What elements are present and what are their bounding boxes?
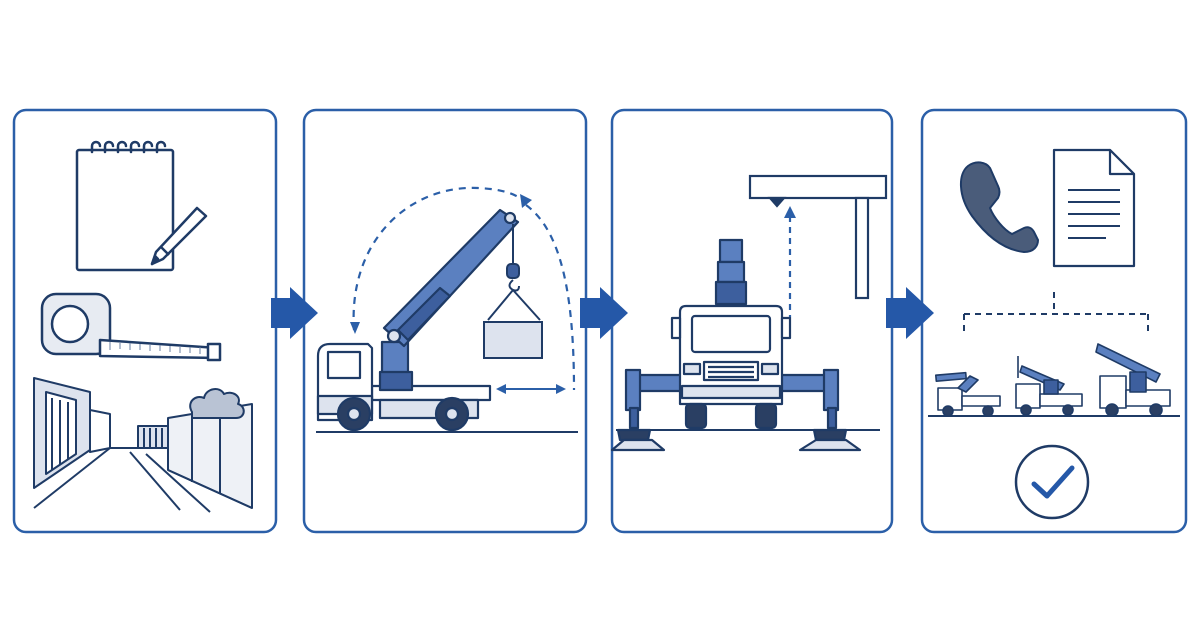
- checkmark-icon: [1014, 444, 1090, 520]
- overhead-beam-icon: [748, 174, 888, 300]
- pencil-icon: [150, 206, 208, 266]
- arrow-right-icon: [271, 287, 318, 339]
- crane-options-icon: [928, 343, 1180, 417]
- tape-measure-icon: [40, 292, 222, 362]
- height-arrow-icon: [784, 206, 796, 318]
- branch-connector: [963, 292, 1149, 332]
- arc-arrowhead: [350, 322, 360, 334]
- swing-arc-icon: [352, 186, 576, 391]
- load-box-icon: [483, 224, 543, 359]
- step-panel-2: [302, 108, 588, 534]
- street-scene-icon: [33, 377, 253, 513]
- arrow-right-icon: [580, 287, 628, 339]
- notepad-icon: [75, 140, 175, 272]
- arrow-right-icon: [886, 287, 934, 339]
- crane-truck-icon: [316, 208, 578, 433]
- truck-front-icon: [670, 238, 792, 430]
- reach-arrow-icon: [496, 384, 566, 394]
- document-icon: [1052, 148, 1136, 268]
- arc-arrowhead: [520, 194, 532, 208]
- phone-icon: [960, 161, 1040, 254]
